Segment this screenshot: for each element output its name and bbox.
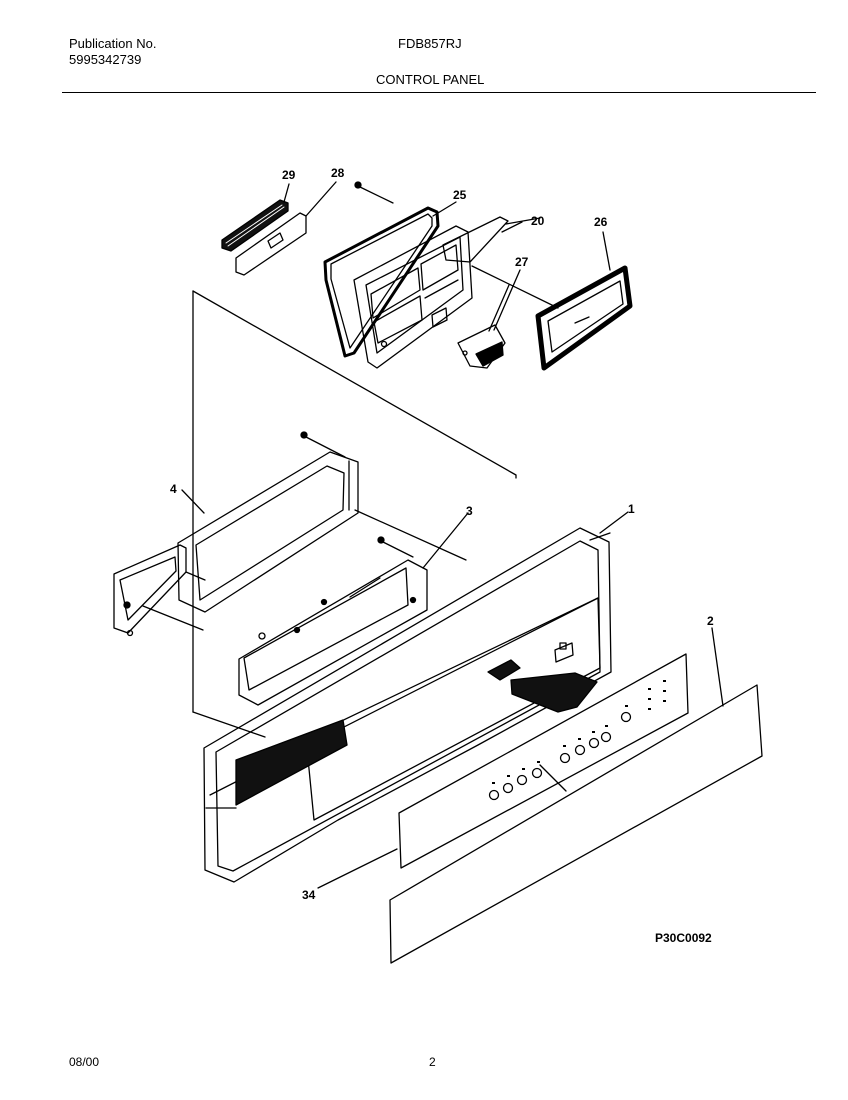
callout-1: 1 (628, 502, 635, 516)
part-34-overlay (317, 653, 689, 889)
callout-labels: 29 28 25 20 26 27 4 3 1 2 34 (170, 166, 714, 902)
screw-middle (377, 536, 414, 558)
publication-number: 5995342739 (69, 52, 142, 67)
part-4-bracket (113, 451, 359, 637)
callout-20: 20 (531, 214, 545, 228)
footer-date: 08/00 (69, 1055, 100, 1069)
callout-28: 28 (331, 166, 345, 180)
callout-29: 29 (282, 168, 296, 182)
part-25-gasket (323, 206, 440, 358)
section-title: CONTROL PANEL (376, 72, 485, 87)
part-27-connector (457, 284, 510, 369)
part-29-button-pad (221, 199, 289, 252)
part-26-display-window (471, 265, 633, 371)
part-20-lens (442, 216, 541, 263)
leader-lines (181, 181, 629, 569)
callout-3: 3 (466, 504, 473, 518)
model-number: FDB857RJ (398, 36, 462, 51)
part-1-console (203, 527, 612, 883)
publication-label: Publication No. (69, 36, 157, 51)
control-housing (353, 225, 473, 369)
part-28-small-bezel (235, 212, 307, 276)
drawing-code: P30C0092 (655, 931, 712, 945)
overlay-buttons (488, 680, 666, 801)
callout-2: 2 (707, 614, 714, 628)
part-2-trim-strip (389, 627, 763, 964)
callout-26: 26 (594, 215, 608, 229)
callout-4: 4 (170, 482, 177, 496)
screw-top (354, 181, 394, 204)
header-divider (62, 92, 816, 93)
screw-left (300, 431, 346, 458)
footer-page-number: 2 (429, 1055, 436, 1069)
part-3-circuit-board (238, 559, 428, 706)
callout-25: 25 (453, 188, 467, 202)
callout-34: 34 (302, 888, 316, 902)
callout-27: 27 (515, 255, 529, 269)
